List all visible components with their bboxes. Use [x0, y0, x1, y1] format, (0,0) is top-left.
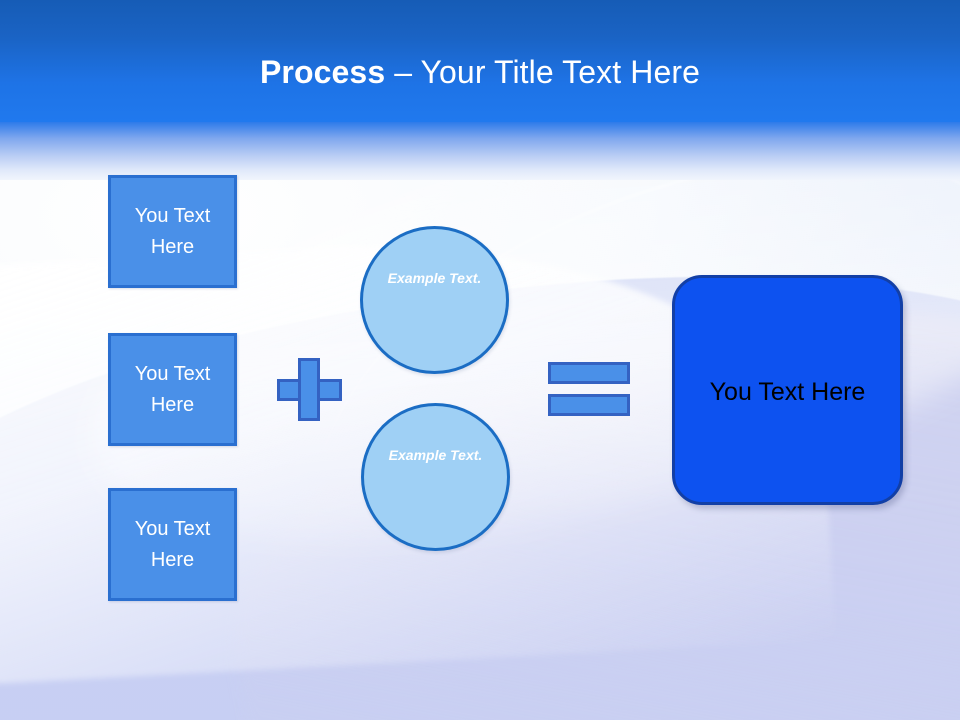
- slide-header-fade: [0, 122, 960, 180]
- equals-icon-bottom-bar: [548, 394, 630, 416]
- example-circle-2[interactable]: Example Text.: [361, 403, 510, 551]
- result-box-label: You Text Here: [709, 378, 866, 406]
- input-box-3-label: You Text Here: [134, 517, 211, 571]
- plus-icon-center-fill: [301, 382, 317, 398]
- page-title-bold: Process: [259, 54, 386, 90]
- input-box-1[interactable]: You Text Here: [108, 175, 237, 288]
- input-box-3[interactable]: You Text Here: [108, 488, 237, 601]
- plus-icon: [277, 358, 342, 421]
- input-box-2[interactable]: You Text Here: [108, 333, 237, 446]
- equals-icon-top-bar: [548, 362, 630, 384]
- page-title-rest: – Your Title Text Here: [385, 54, 701, 90]
- example-circle-1-label: Example Text.: [387, 270, 482, 286]
- input-box-1-label: You Text Here: [134, 204, 211, 258]
- input-box-2-label: You Text Here: [134, 362, 211, 416]
- equals-icon: [548, 362, 630, 416]
- page-title: Process – Your Title Text Here: [0, 52, 960, 92]
- result-box[interactable]: You Text Here: [672, 275, 903, 505]
- example-circle-2-label: Example Text.: [388, 447, 483, 463]
- example-circle-1[interactable]: Example Text.: [360, 226, 509, 374]
- slide-header-band: [0, 0, 960, 122]
